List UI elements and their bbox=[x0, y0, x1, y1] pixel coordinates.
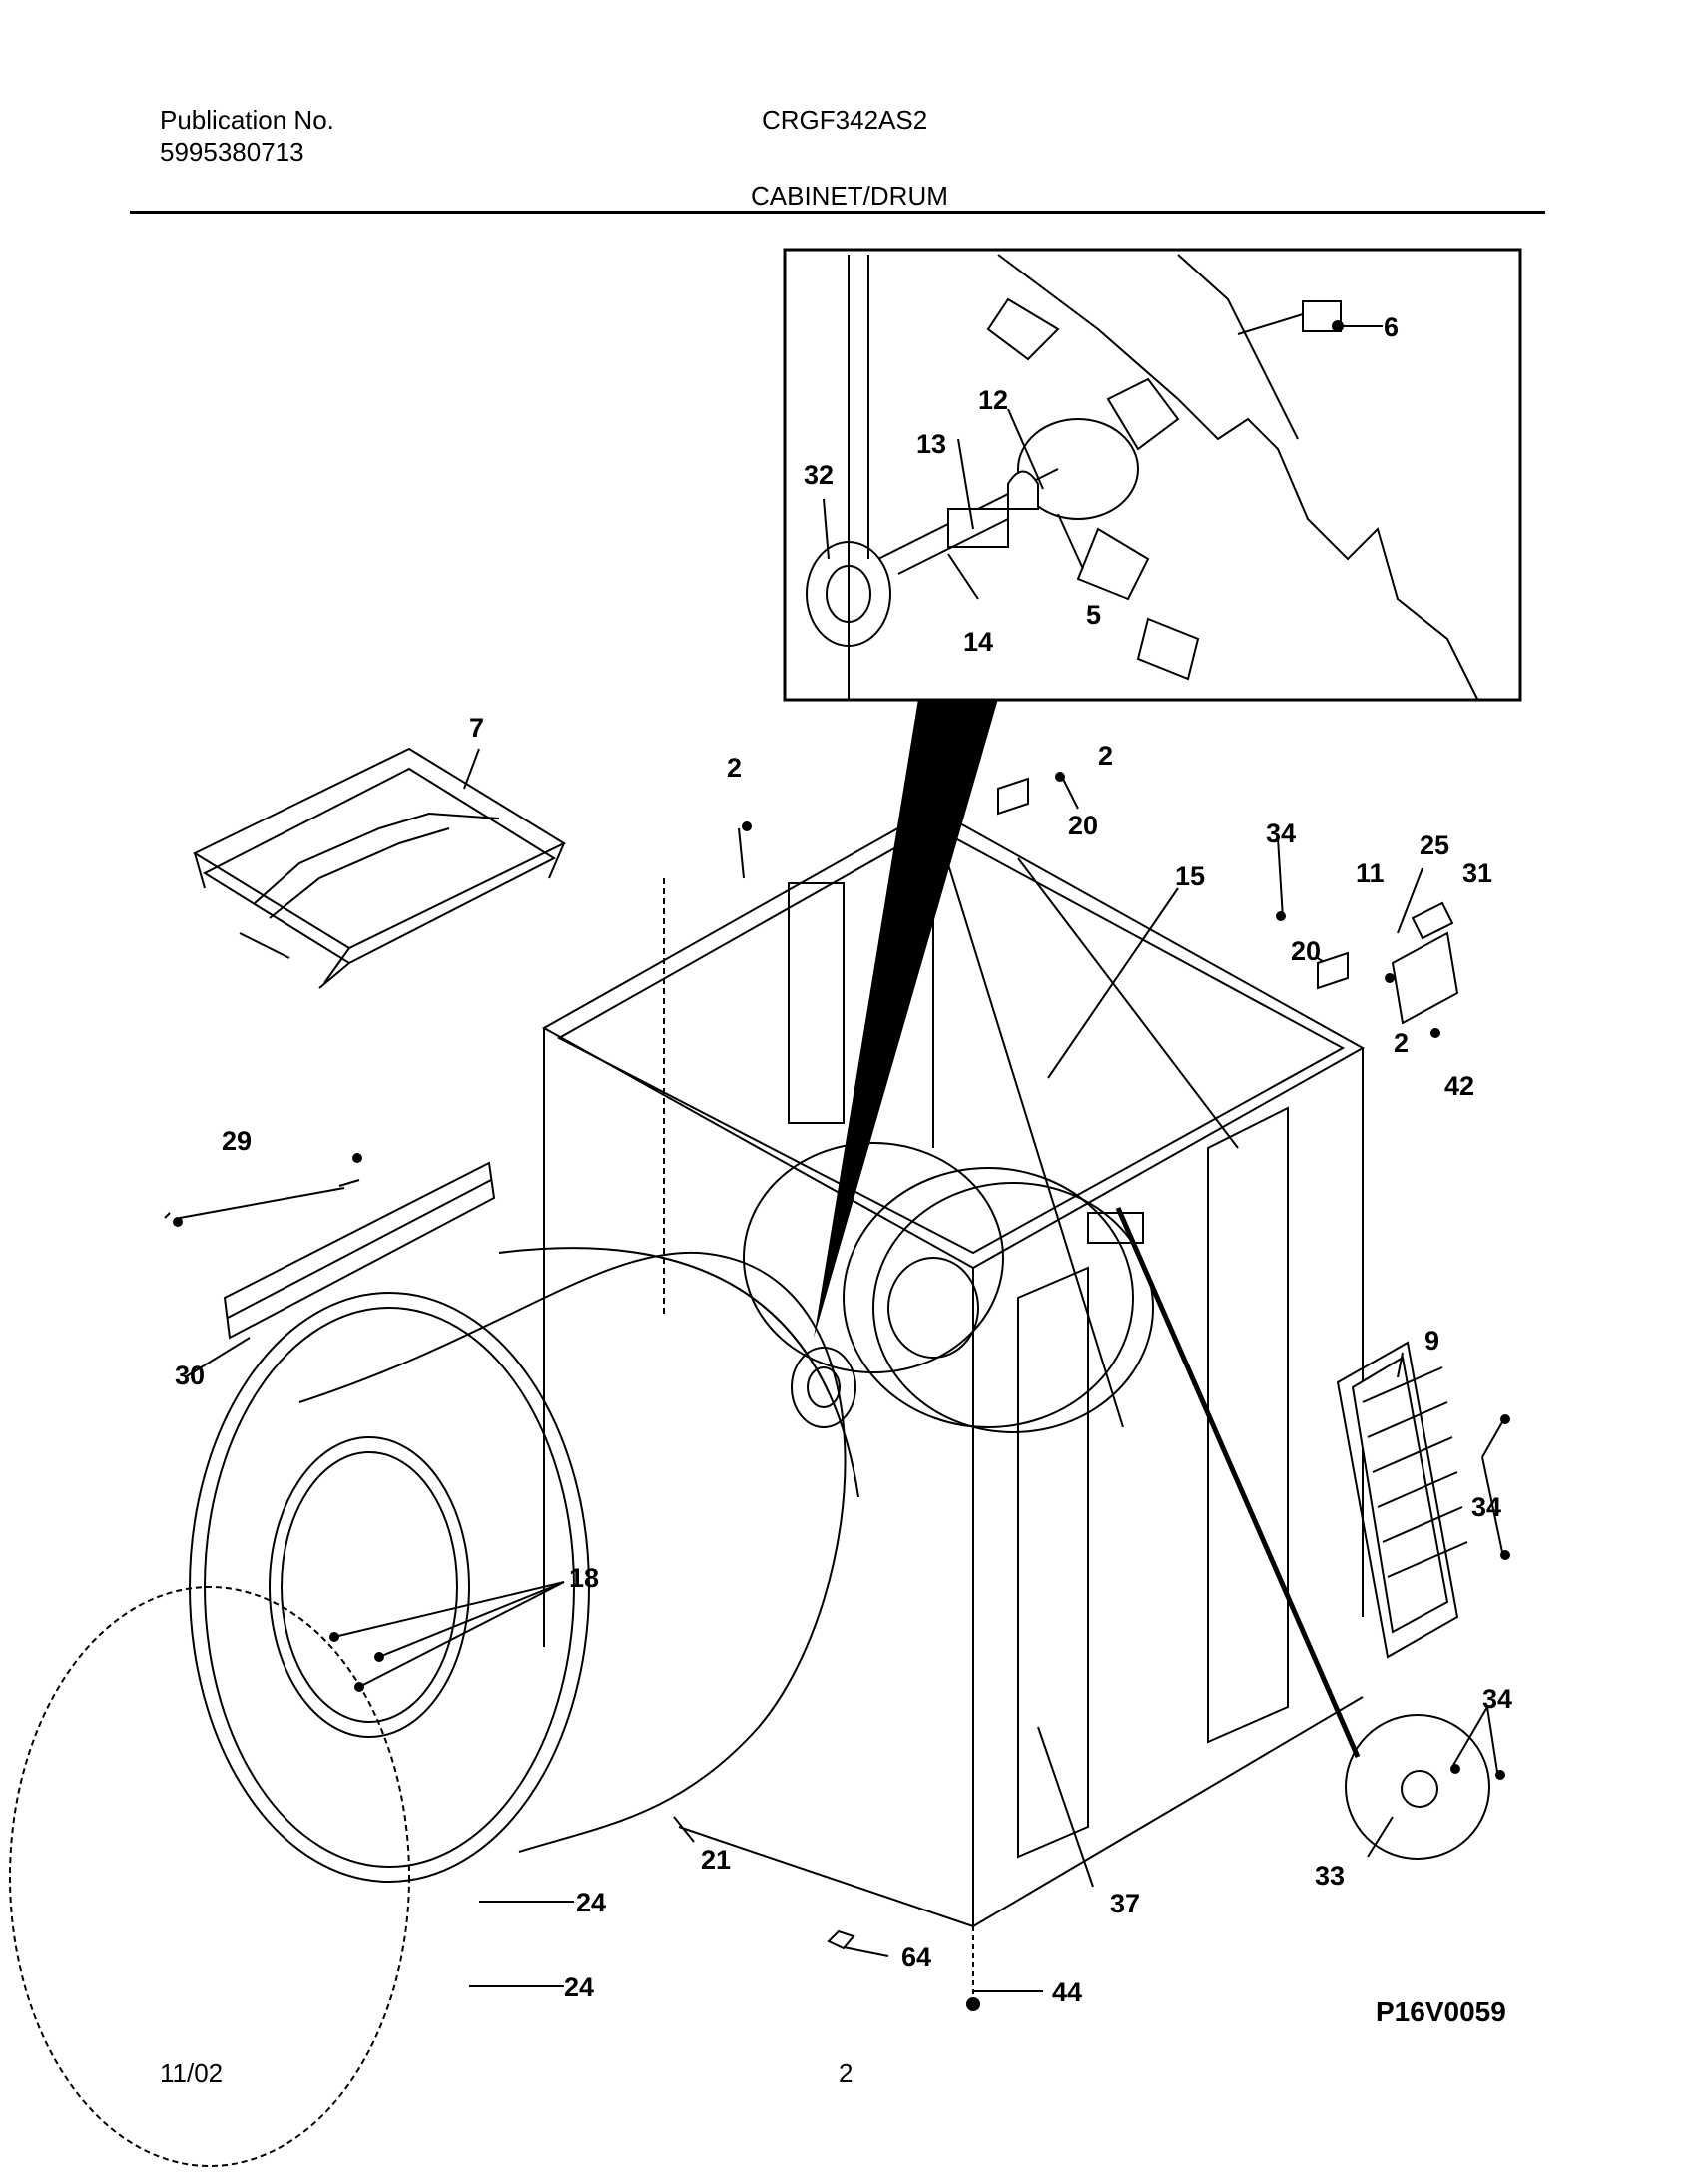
callout-9: 9 bbox=[1424, 1326, 1439, 1356]
callout-20-left: 20 bbox=[1068, 811, 1098, 840]
detail-pointer bbox=[814, 699, 998, 1338]
drum bbox=[9, 1247, 859, 2167]
callout-12: 12 bbox=[978, 385, 1008, 415]
header-rule bbox=[130, 211, 1545, 214]
callout-2-clip: 2 bbox=[1098, 741, 1113, 771]
callout-2-top: 2 bbox=[727, 753, 742, 783]
clip-20-left bbox=[997, 777, 1029, 816]
callout-29: 29 bbox=[222, 1126, 252, 1156]
rear-bracket bbox=[1391, 931, 1459, 1025]
callout-11: 11 bbox=[1356, 858, 1385, 888]
hardware bbox=[173, 320, 1510, 2011]
callout-14: 14 bbox=[963, 627, 993, 657]
callout-24-top: 24 bbox=[576, 1888, 606, 1917]
vent-cover bbox=[164, 1161, 496, 1340]
callout-20-right: 20 bbox=[1291, 936, 1321, 966]
diagram-code: P16V0059 bbox=[1376, 1996, 1506, 2027]
callout-42: 42 bbox=[1444, 1071, 1474, 1101]
callout-34-top: 34 bbox=[1266, 819, 1296, 848]
callout-25: 25 bbox=[1420, 830, 1449, 860]
publication-number: 5995380713 bbox=[160, 137, 304, 167]
switch-33 bbox=[1401, 1770, 1438, 1808]
switch-detail-circle bbox=[1345, 1714, 1490, 1860]
drying-rack bbox=[192, 747, 567, 989]
callout-37: 37 bbox=[1110, 1889, 1140, 1918]
callout-7: 7 bbox=[469, 713, 484, 743]
callout-13: 13 bbox=[916, 429, 946, 459]
page-number: 2 bbox=[839, 2058, 854, 2088]
access-panel bbox=[1336, 1341, 1468, 1659]
clip-64 bbox=[827, 1929, 855, 1950]
callout-5: 5 bbox=[1086, 600, 1101, 630]
callout-34-panel: 34 bbox=[1471, 1492, 1501, 1522]
callout-6: 6 bbox=[1384, 312, 1399, 342]
model-number: CRGF342AS2 bbox=[762, 105, 928, 135]
callout-64: 64 bbox=[901, 1942, 931, 1972]
callout-33: 33 bbox=[1315, 1861, 1345, 1891]
callout-32: 32 bbox=[804, 460, 834, 490]
callout-24-bottom: 24 bbox=[564, 1972, 594, 2002]
publication-label: Publication No. bbox=[160, 105, 334, 135]
callout-30: 30 bbox=[175, 1361, 205, 1390]
clip-20-right bbox=[1317, 951, 1349, 990]
callout-34-switch: 34 bbox=[1482, 1684, 1512, 1714]
callout-31: 31 bbox=[1462, 858, 1492, 888]
detail-inset bbox=[783, 248, 1522, 702]
cabinet bbox=[541, 807, 1366, 1927]
callout-15: 15 bbox=[1175, 861, 1205, 891]
callout-18: 18 bbox=[569, 1563, 599, 1593]
section-title: CABINET/DRUM bbox=[751, 181, 948, 211]
switch-pointer bbox=[1115, 1207, 1361, 1758]
plug-31 bbox=[1411, 901, 1454, 940]
callout-44: 44 bbox=[1052, 1977, 1082, 2007]
callout-labels: 6 12 13 32 14 5 7 2 2 20 34 25 11 31 15 … bbox=[175, 312, 1512, 2007]
callout-2-right: 2 bbox=[1394, 1028, 1409, 1058]
callout-21: 21 bbox=[701, 1845, 731, 1875]
leader-lines bbox=[179, 325, 1503, 2001]
footer-date: 11/02 bbox=[160, 2058, 224, 2088]
